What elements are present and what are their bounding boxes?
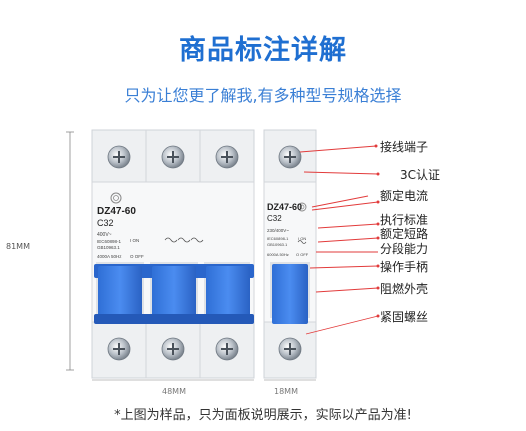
side-on-text: I ON bbox=[298, 236, 306, 241]
width-side-label: 18MM bbox=[274, 387, 298, 396]
label-standard: 执行标准 bbox=[380, 213, 429, 227]
main-model-text: DZ47-60 bbox=[97, 206, 136, 217]
side-rating-text: C32 bbox=[267, 214, 282, 223]
screw-slot-icon bbox=[113, 343, 125, 355]
label-operating-handle: 操作手柄 bbox=[380, 260, 429, 274]
side-standard-1-text: IEC60898-1 bbox=[267, 236, 289, 241]
side-footer-text: 6000A 50Hz bbox=[267, 252, 289, 257]
breaker-side bbox=[263, 129, 317, 379]
side-voltage-text: 230/400V~ bbox=[267, 228, 289, 233]
main-standard-2-text: GB10963.1 bbox=[97, 245, 120, 250]
page-title: 商品标注详解 bbox=[179, 35, 347, 66]
footnote: *上图为样品，只为面板说明展示，实际以产品为准! bbox=[114, 408, 412, 423]
label-leader-lines bbox=[299, 145, 379, 335]
main-on-text: I ON bbox=[130, 238, 139, 243]
label-3c-cert: 3C认证 bbox=[400, 168, 441, 182]
screw-slot-icon bbox=[113, 151, 125, 163]
side-standard-2-text: GB10963.1 bbox=[267, 242, 288, 247]
handle-side bbox=[272, 264, 308, 324]
side-model-text: DZ47-60 bbox=[267, 202, 302, 212]
screw-slot-icon bbox=[167, 151, 179, 163]
width-main-label: 48MM bbox=[162, 387, 186, 396]
main-rating-text: C32 bbox=[97, 218, 114, 228]
handle-main bbox=[94, 264, 254, 324]
terminal-screws bbox=[107, 145, 302, 361]
page-subtitle: 只为让您更了解我,有多种型号规格选择 bbox=[124, 86, 402, 105]
label-rated-current: 额定电流 bbox=[380, 189, 429, 203]
main-voltage-text: 400V~ bbox=[97, 232, 112, 238]
screw-slot-icon bbox=[221, 151, 233, 163]
screw-slot-icon bbox=[167, 343, 179, 355]
screw-slot-icon bbox=[284, 343, 296, 355]
label-rated-short-circuit: 额定短路 bbox=[380, 227, 429, 241]
main-off-text: O OFF bbox=[130, 254, 144, 259]
side-off-text: O OFF bbox=[296, 252, 309, 257]
label-terminal: 接线端子 bbox=[380, 140, 429, 154]
label-breaking-capacity: 分段能力 bbox=[380, 242, 429, 256]
screw-slot-icon bbox=[284, 151, 296, 163]
label-flame-retardant-shell: 阻燃外壳 bbox=[380, 282, 429, 296]
main-footer-text: 4000A 50Hz bbox=[97, 254, 122, 259]
height-dimension-label: 81MM bbox=[6, 242, 30, 251]
main-standard-1-text: IEC60898-1 bbox=[97, 239, 122, 244]
screw-slot-icon bbox=[221, 343, 233, 355]
label-fastening-screw: 紧固螺丝 bbox=[380, 310, 429, 324]
